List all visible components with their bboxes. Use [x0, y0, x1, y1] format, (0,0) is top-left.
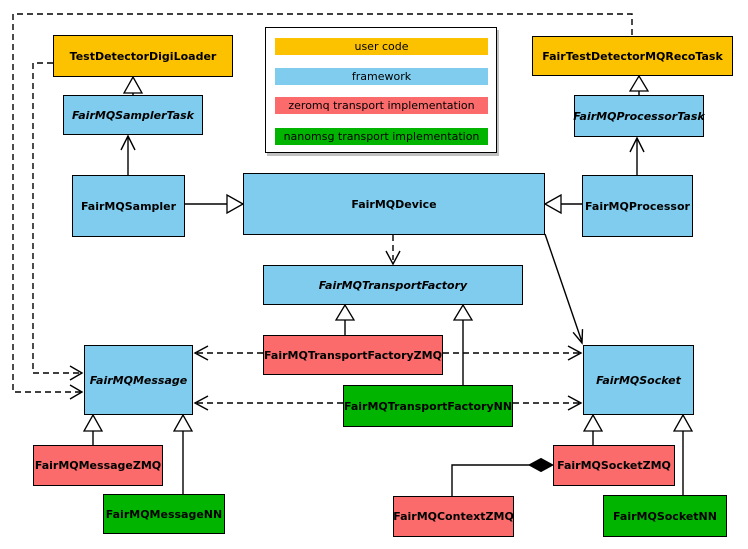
- edge-messagenn-to-message: [172, 413, 194, 494]
- node-fairmqsampler: FairMQSampler: [72, 175, 185, 237]
- node-fairmqmessage: FairMQMessage: [84, 345, 193, 415]
- node-label: FairMQSampler: [80, 199, 177, 213]
- node-fairmqsocket: FairMQSocket: [583, 345, 694, 415]
- node-testdetectordigiloader: TestDetectorDigiLoader: [53, 35, 233, 77]
- edge-processortask-to-recotask: [628, 74, 650, 95]
- node-label: FairMQSamplerTask: [72, 108, 194, 122]
- edge-socketzmq-to-socket: [582, 413, 604, 445]
- legend-item-zeromq: zeromq transport implementation: [275, 97, 488, 114]
- node-label: FairMQMessage: [89, 373, 188, 387]
- edge-device-to-transportfactory: [385, 235, 401, 266]
- node-fairmqsocketnn: FairMQSocketNN: [603, 495, 727, 537]
- edge-sampler-to-device: [185, 193, 245, 215]
- node-fairmqmessagenn: FairMQMessageNN: [103, 494, 225, 534]
- edge-factorynn-to-message: [193, 395, 343, 411]
- legend: user code framework zeromq transport imp…: [265, 27, 497, 153]
- edge-contextzmq-to-socketzmq: [451, 457, 555, 496]
- node-fairmqprocessor: FairMQProcessor: [582, 175, 693, 237]
- edge-factorynn-to-socket: [513, 395, 583, 411]
- legend-item-user-code: user code: [275, 38, 488, 55]
- node-fairmqtransportfactoryzmq: FairMQTransportFactoryZMQ: [263, 335, 443, 375]
- node-fairmqsocketzmq: FairMQSocketZMQ: [553, 445, 675, 486]
- node-fairtestdetectormqrecotask: FairTestDetectorMQRecoTask: [532, 36, 733, 76]
- edge-factoryzmq-to-socket: [443, 345, 583, 361]
- edge-processor-to-processortask: [629, 136, 645, 175]
- edge-messagezmq-to-message: [82, 413, 104, 445]
- edge-processor-to-device: [543, 193, 582, 215]
- node-label: FairMQDevice: [351, 197, 437, 211]
- node-fairmqtransportfactory: FairMQTransportFactory: [263, 265, 523, 305]
- node-label: FairMQSocketNN: [613, 509, 717, 523]
- edge-factoryzmq-to-transportfactory: [334, 303, 356, 335]
- edge-factoryzmq-to-message: [193, 345, 263, 361]
- edge-device-to-socket: [544, 233, 584, 345]
- edge-sampler-to-samplertask: [120, 134, 136, 175]
- edge-digiloader-to-message: [32, 62, 84, 381]
- node-label: FairMQMessageZMQ: [34, 459, 162, 472]
- edge-socketnn-to-socket: [672, 413, 694, 495]
- node-fairmqprocessortask: FairMQProcessorTask: [573, 95, 705, 137]
- edge-factorynn-to-transportfactory: [452, 303, 474, 385]
- node-label: FairMQTransportFactoryNN: [343, 399, 513, 413]
- legend-item-nanomsg: nanomsg transport implementation: [275, 128, 488, 145]
- node-fairmqdevice: FairMQDevice: [243, 173, 545, 235]
- node-label: FairMQSocketZMQ: [557, 459, 671, 472]
- node-label: FairMQProcessor: [585, 199, 690, 213]
- node-label: FairMQTransportFactoryZMQ: [264, 348, 442, 362]
- node-label: FairMQContextZMQ: [393, 510, 514, 523]
- node-label: FairTestDetectorMQRecoTask: [542, 49, 723, 63]
- node-label: FairMQSocket: [596, 373, 681, 387]
- node-fairmqsamplertask: FairMQSamplerTask: [63, 95, 203, 135]
- node-label: FairMQMessageNN: [105, 507, 223, 521]
- node-fairmqmessagezmq: FairMQMessageZMQ: [33, 445, 163, 486]
- legend-item-framework: framework: [275, 68, 488, 85]
- node-label: FairMQTransportFactory: [318, 278, 468, 292]
- node-label: FairMQProcessorTask: [573, 109, 705, 123]
- edge-recotask-to-message: [12, 13, 633, 400]
- edge-samplertask-to-digiloader: [122, 75, 144, 95]
- node-label: TestDetectorDigiLoader: [69, 49, 217, 63]
- node-fairmqtransportfactorynn: FairMQTransportFactoryNN: [343, 385, 513, 427]
- node-fairmqcontextzmq: FairMQContextZMQ: [393, 496, 514, 537]
